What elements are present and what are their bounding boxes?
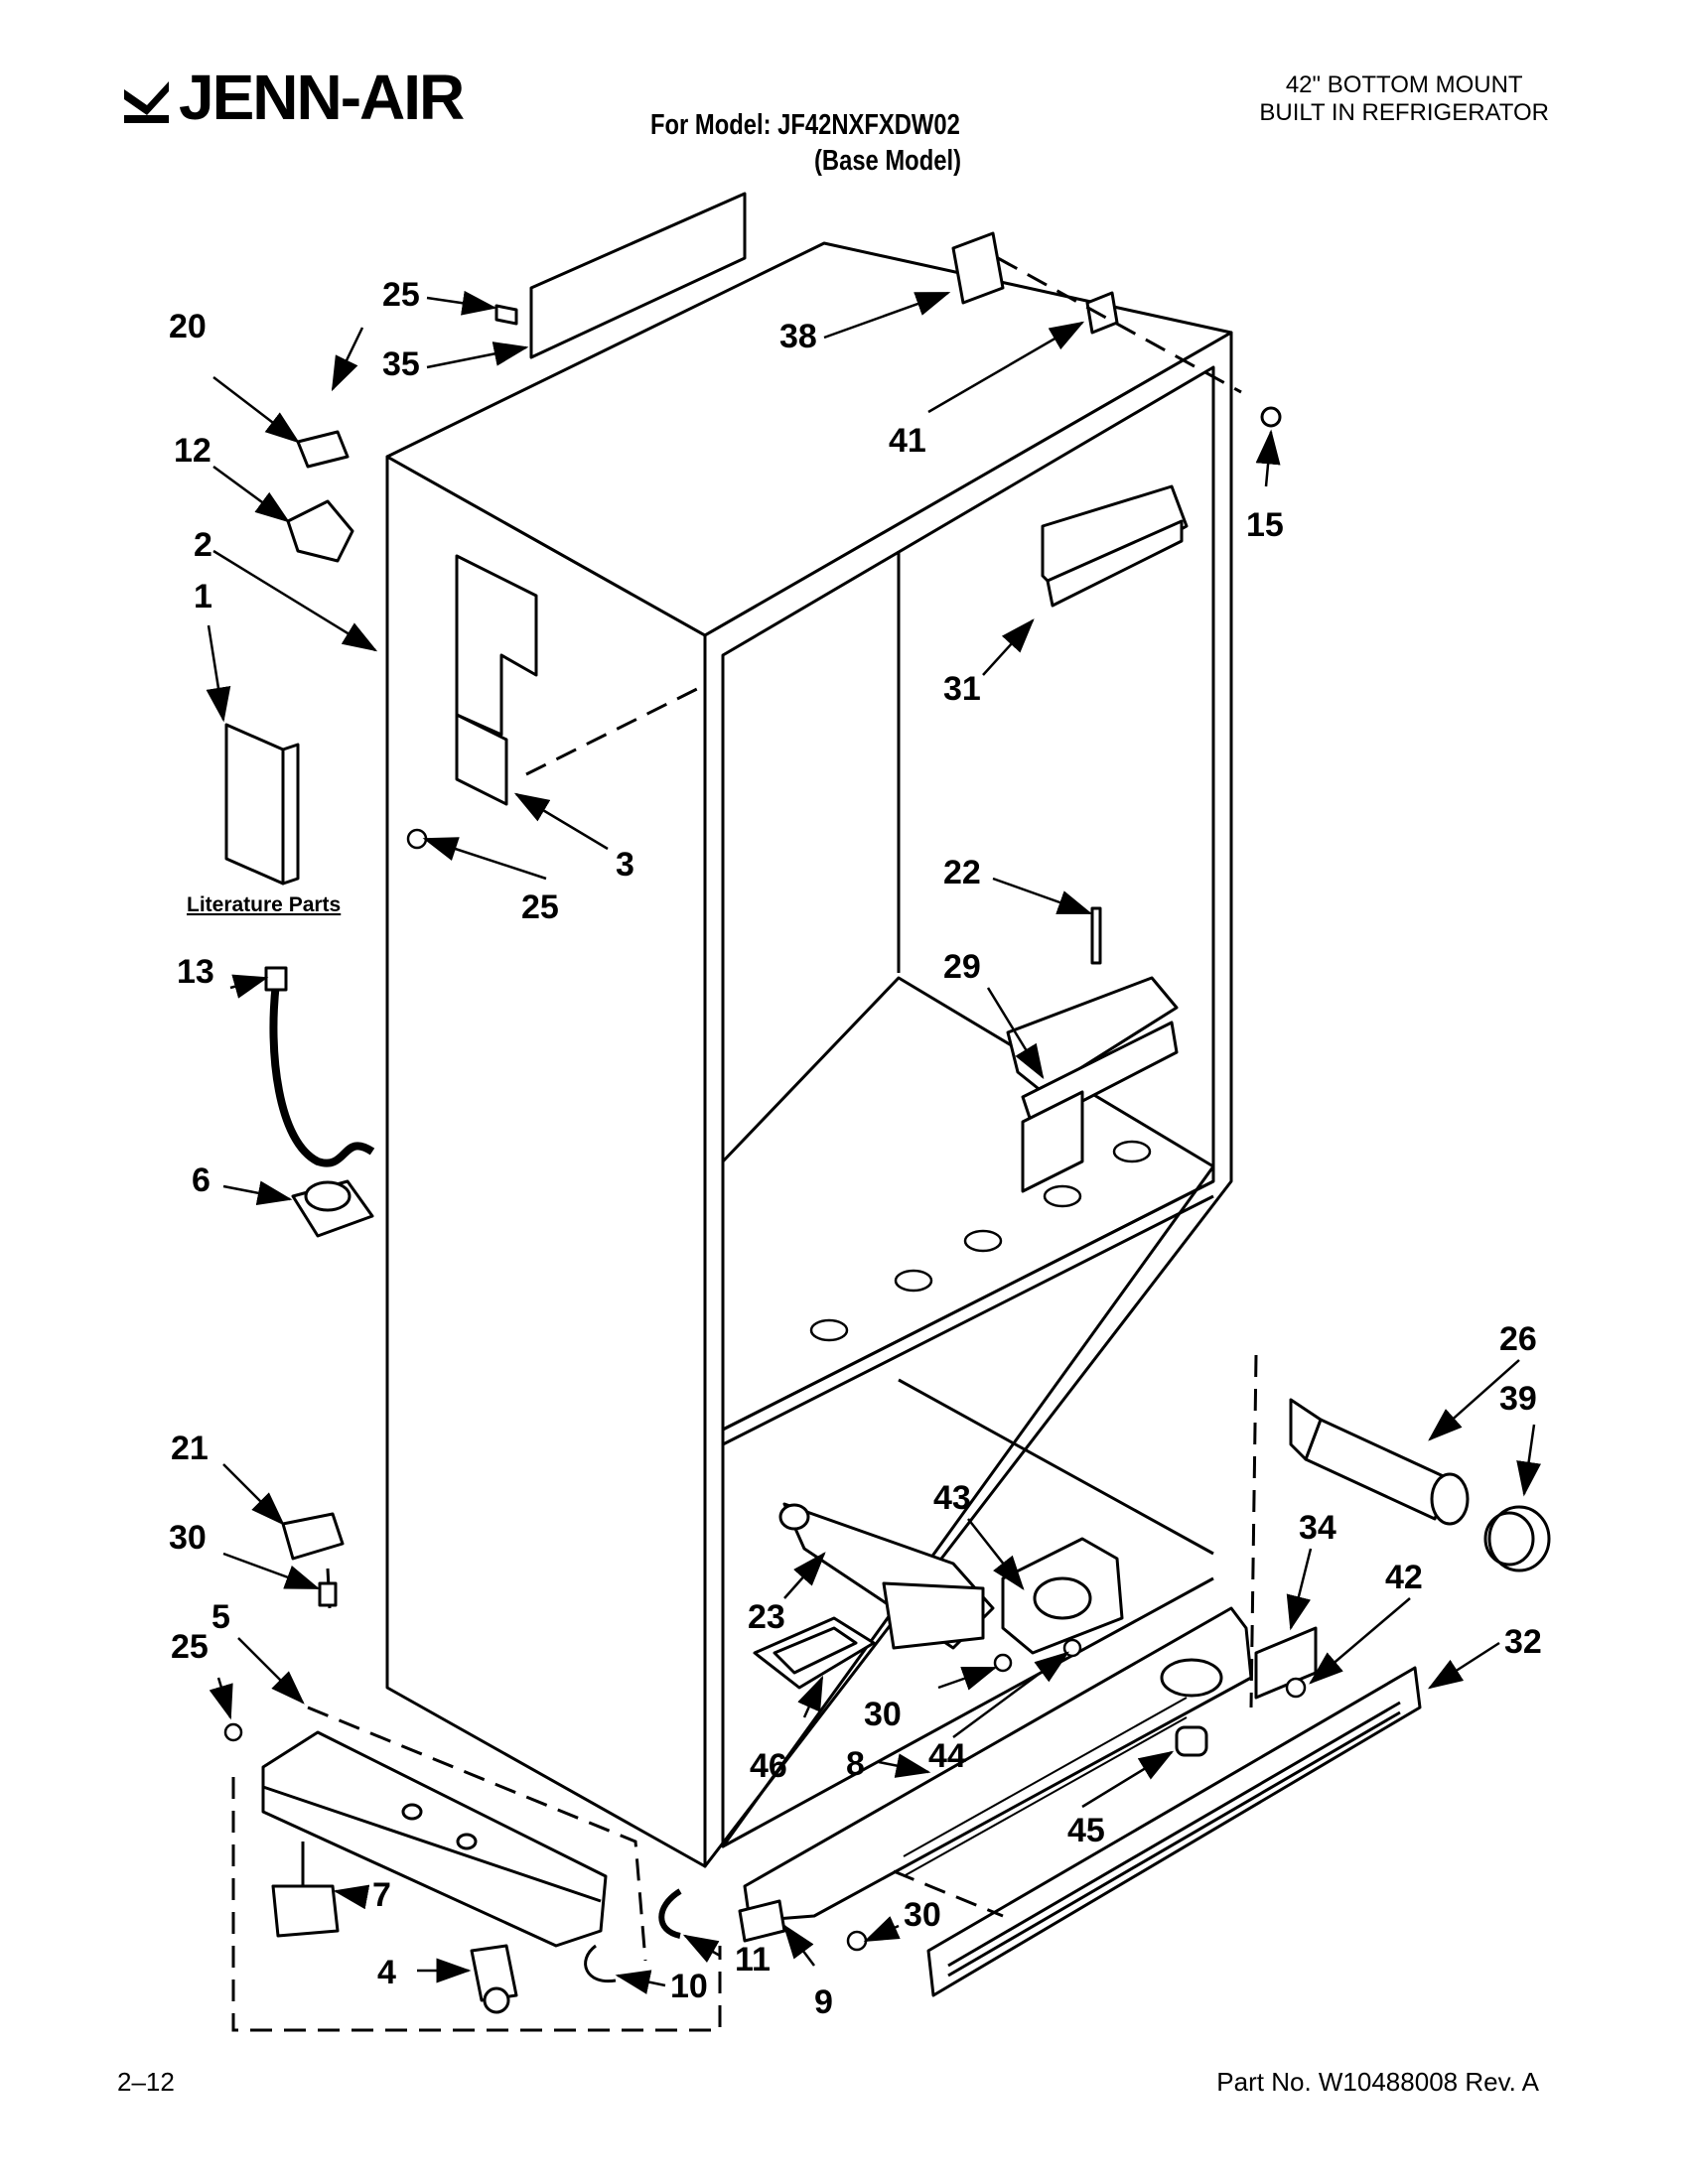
clip-10	[584, 1944, 617, 1983]
page-number: 2–12	[117, 2067, 175, 2097]
base-frame	[261, 1730, 608, 1948]
callout-20: 20	[169, 308, 207, 345]
tube-11	[658, 1888, 682, 1939]
pin-22	[1090, 906, 1102, 965]
callout-44: 44	[928, 1737, 966, 1775]
callout-numbers: 25 35 20 12 2 1 3 25 38 41 15 31 22 29 1…	[169, 276, 1542, 2021]
literature-parts-label: Literature Parts	[187, 893, 341, 916]
hinge-31	[1041, 484, 1189, 608]
callout-21: 21	[171, 1430, 209, 1467]
callout-30-mid: 30	[864, 1696, 902, 1733]
brand-logo: JENN-AIR	[119, 58, 477, 137]
callout-12: 12	[174, 432, 211, 470]
callout-8: 8	[846, 1745, 865, 1783]
callout-7: 7	[372, 1876, 391, 1914]
callout-13: 13	[177, 953, 214, 991]
callout-4: 4	[377, 1954, 396, 1991]
assembly-lines	[231, 256, 1258, 2032]
callout-43: 43	[933, 1479, 971, 1517]
callout-46: 46	[750, 1747, 787, 1785]
fan-housing	[1001, 1537, 1124, 1655]
callout-6: 6	[192, 1161, 211, 1199]
callout-39: 39	[1499, 1380, 1537, 1418]
shelf-holes	[809, 1140, 1152, 1342]
product-line-2: BUILT IN REFRIGERATOR	[1259, 99, 1549, 126]
screw-30-left	[318, 1568, 338, 1609]
callout-25-bottom: 25	[171, 1628, 209, 1666]
callout-15: 15	[1246, 506, 1284, 544]
brand-logo-mark-icon	[124, 81, 169, 123]
filter-cap	[1483, 1505, 1551, 1572]
brand-name: JENN-AIR	[179, 62, 465, 133]
callout-23: 23	[748, 1598, 785, 1636]
callout-34: 34	[1299, 1509, 1336, 1547]
callout-9: 9	[814, 1983, 833, 2021]
callout-2: 2	[194, 526, 212, 564]
callout-26: 26	[1499, 1320, 1537, 1358]
clamp-20	[296, 430, 350, 469]
switch-45	[1175, 1725, 1208, 1757]
bracket-21	[281, 1512, 345, 1561]
water-filter	[1289, 1398, 1470, 1526]
top-panel	[529, 192, 747, 359]
callout-22: 22	[943, 854, 981, 891]
cabinet-body	[385, 241, 1233, 1868]
product-description: 42" BOTTOM MOUNT BUILT IN REFRIGERATOR	[1259, 71, 1549, 127]
callout-29: 29	[943, 948, 981, 986]
leader-arrows	[206, 290, 1541, 1994]
product-line-1: 42" BOTTOM MOUNT	[1285, 71, 1523, 98]
callout-1: 1	[194, 578, 212, 615]
callout-11: 11	[735, 1941, 771, 1979]
model-number: For Model: JF42NXFXDW02	[650, 109, 960, 141]
callout-30-left: 30	[169, 1519, 207, 1557]
callout-10: 10	[670, 1968, 708, 2005]
callout-25-top: 25	[382, 276, 420, 314]
tube-clip	[291, 1179, 374, 1238]
callout-25-mid: 25	[521, 888, 559, 926]
callout-32: 32	[1504, 1623, 1542, 1661]
screws	[223, 828, 1307, 1952]
hinge-bracket-left	[455, 554, 538, 806]
part-number: Part No. W10488008 Rev. A	[1216, 2067, 1539, 2097]
leveling-leg	[271, 1842, 340, 1938]
callout-3: 3	[616, 846, 634, 884]
literature-book	[224, 723, 300, 886]
callout-42: 42	[1385, 1559, 1423, 1596]
water-tube	[264, 966, 375, 1167]
bracket-12	[286, 499, 354, 563]
callout-5: 5	[211, 1598, 230, 1636]
kickplate-32	[926, 1666, 1422, 1997]
callout-30-bottom: 30	[904, 1896, 941, 1934]
roller-4	[470, 1944, 518, 2014]
base-model-label: (Base Model)	[814, 145, 961, 177]
cover-46	[753, 1616, 876, 1690]
duct-23	[778, 1502, 995, 1650]
callout-31: 31	[943, 670, 981, 708]
callout-35: 35	[382, 345, 420, 383]
callout-41: 41	[889, 422, 926, 460]
callout-45: 45	[1067, 1812, 1105, 1849]
callout-38: 38	[779, 318, 817, 355]
